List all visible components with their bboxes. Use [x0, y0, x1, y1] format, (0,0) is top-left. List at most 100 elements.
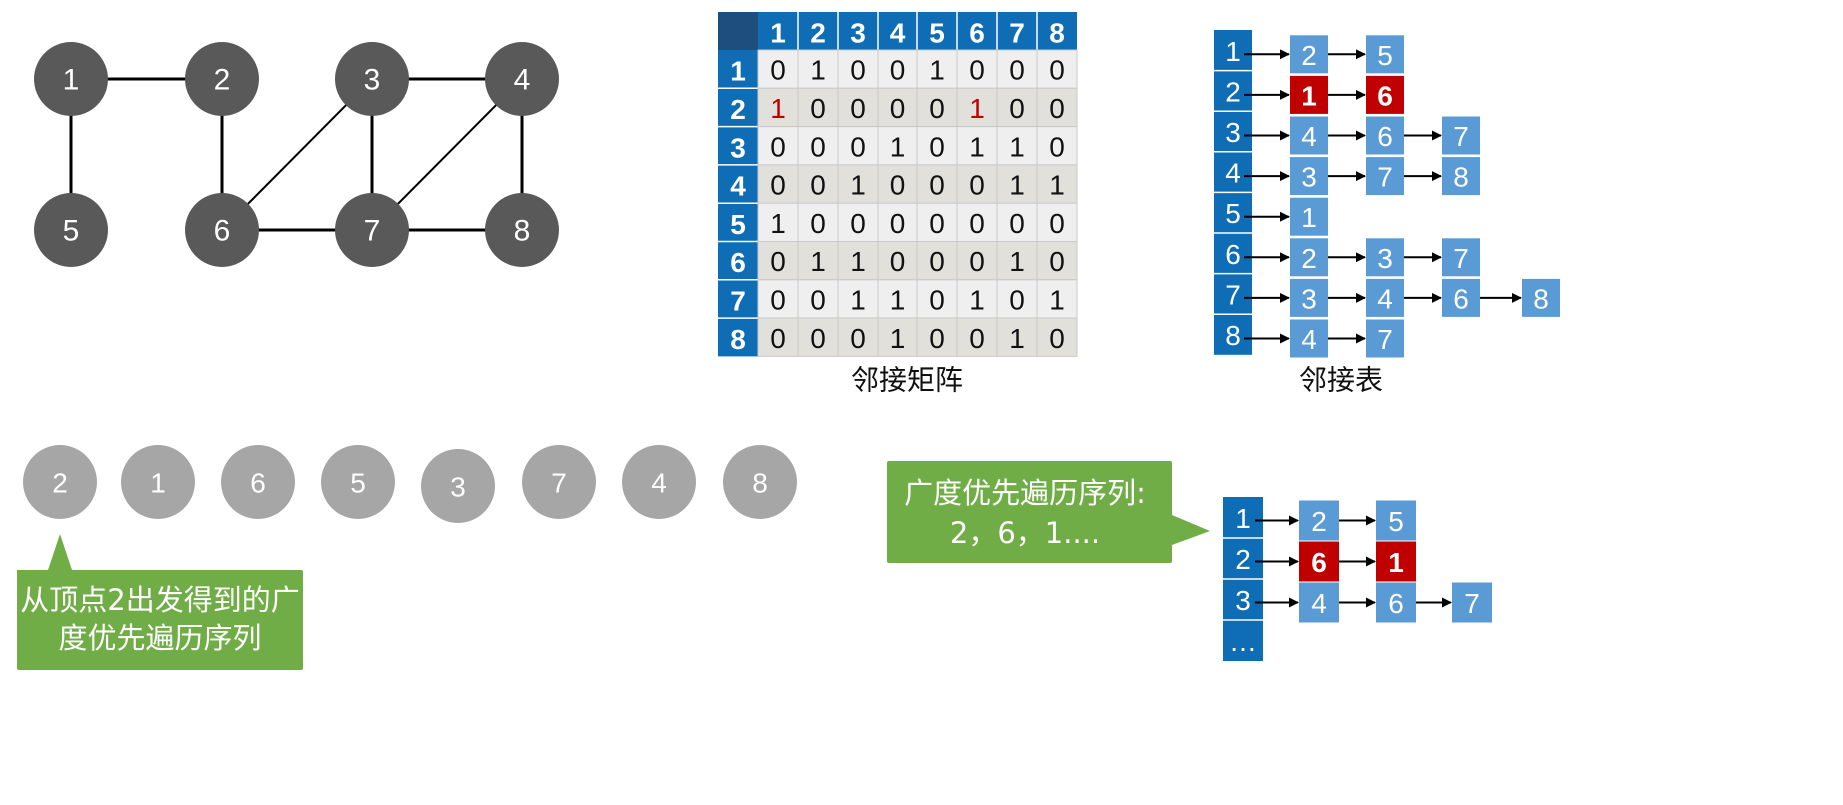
matrix-cell-value: 0 — [929, 323, 945, 354]
matrix-cell — [956, 241, 998, 281]
matrix-cell — [837, 126, 879, 166]
adjlist-node-label: 6 — [1453, 283, 1469, 314]
graph-node-7 — [335, 193, 409, 267]
adjlist-node-box — [1442, 157, 1480, 196]
matrix-cell — [877, 241, 918, 281]
adjlist-head-label: 1 — [1225, 36, 1241, 67]
adjlist-node-label: 7 — [1377, 162, 1393, 193]
adjlist-node-label: 8 — [1533, 283, 1549, 314]
adjlist-node-label: 4 — [1301, 121, 1317, 152]
adjlist-node-box — [1366, 319, 1404, 358]
sequence-node-label: 4 — [651, 468, 667, 499]
adjlist-head-label: 5 — [1225, 198, 1241, 229]
matrix-cell-value: 1 — [1049, 170, 1065, 201]
adjlist-node-label: 5 — [1388, 506, 1404, 537]
matrix-cell-value: 0 — [1049, 93, 1065, 124]
matrix-cell-value: 1 — [969, 93, 985, 124]
adjlist-node-box — [1290, 157, 1328, 196]
sequence-node-7 — [522, 445, 596, 519]
adjlist-node-label: 4 — [1311, 588, 1327, 619]
callout-left-bubble — [17, 534, 303, 670]
matrix-cell — [956, 317, 998, 357]
matrix-cell-value: 1 — [890, 284, 906, 315]
adjlist-node-label: 3 — [1301, 162, 1317, 193]
matrix-col-header: 8 — [1049, 18, 1065, 49]
matrix-cell-value: 1 — [850, 246, 866, 277]
matrix-cell — [837, 279, 879, 319]
adjlist-node-label: 8 — [1453, 162, 1469, 193]
adjlist-node-label: 3 — [1301, 283, 1317, 314]
matrix-cell-value: 0 — [770, 55, 786, 86]
matrix-cell-value: 0 — [969, 323, 985, 354]
adjlist-node-box — [1290, 319, 1328, 358]
adjlist-node-box — [1299, 500, 1339, 541]
matrix-row-header: 2 — [730, 94, 746, 125]
matrix-row-header: 6 — [730, 247, 746, 278]
matrix-cell — [956, 279, 998, 319]
sequence-node-8 — [723, 445, 797, 519]
adjlist-head-label: 3 — [1235, 585, 1251, 616]
matrix-cell-value: 0 — [810, 284, 826, 315]
matrix-col-header: 6 — [969, 18, 985, 49]
matrix-cell-value: 0 — [1049, 323, 1065, 354]
matrix-cell-value: 0 — [850, 323, 866, 354]
adjlist-node-box — [1442, 278, 1480, 317]
adjlist-node-box — [1366, 75, 1404, 114]
matrix-cell — [797, 87, 839, 128]
graph-node-4 — [485, 42, 559, 116]
matrix-col-header: 7 — [1009, 18, 1025, 49]
matrix-cell — [837, 317, 879, 357]
matrix-cell-value: 0 — [969, 208, 985, 239]
matrix-cell-value: 0 — [1009, 284, 1025, 315]
adjlist-head-label: 2 — [1235, 544, 1251, 575]
matrix-header-col — [718, 12, 758, 357]
adjlist-node-box — [1522, 278, 1560, 317]
callout-left-line1: 从顶点2出发得到的广 — [20, 583, 299, 617]
graph-node-3 — [335, 42, 409, 116]
matrix-cell-value: 1 — [969, 284, 985, 315]
matrix-cell — [877, 317, 918, 357]
adjlist-node-box — [1299, 582, 1339, 623]
adjlist-node-label: 6 — [1388, 588, 1404, 619]
matrix-cell-value: 0 — [810, 208, 826, 239]
matrix-cell-value: 0 — [850, 55, 866, 86]
matrix-cell-value: 1 — [1009, 246, 1025, 277]
matrix-cell-value: 0 — [969, 246, 985, 277]
callout-left-line2: 度优先遍历序列 — [58, 621, 261, 655]
graph-node-label: 3 — [364, 64, 381, 97]
adjlist-head-label: 8 — [1225, 320, 1241, 351]
adjlist-head-label: 4 — [1225, 158, 1241, 189]
matrix-cell-value: 0 — [1049, 131, 1065, 162]
matrix-cell-value: 0 — [929, 170, 945, 201]
adjlist-node-box — [1299, 541, 1339, 582]
matrix-cell — [1036, 241, 1078, 281]
adjlist-node-label: 5 — [1377, 40, 1393, 71]
sequence-node-label: 5 — [350, 468, 366, 499]
matrix-cell — [797, 164, 839, 204]
matrix-cell-value: 0 — [770, 284, 786, 315]
matrix-cell — [996, 202, 1038, 242]
matrix-cell — [797, 279, 839, 319]
matrix-cell — [837, 241, 879, 281]
adjlist-node-box — [1366, 238, 1404, 277]
matrix-cell-value: 0 — [890, 170, 906, 201]
sequence-node-label: 1 — [150, 468, 166, 499]
adjlist-node-label: 6 — [1311, 547, 1327, 578]
matrix-caption: 邻接矩阵 — [851, 364, 963, 397]
matrix-cell-value: 0 — [929, 131, 945, 162]
sequence-node-6 — [221, 445, 295, 519]
matrix-cell-value: 0 — [890, 208, 906, 239]
adjlist-node-label: 7 — [1464, 588, 1480, 619]
matrix-row-header: 1 — [730, 56, 746, 87]
adjlist-head-label: 6 — [1225, 239, 1241, 270]
adjlist-node-label: 7 — [1453, 121, 1469, 152]
adjlist-node-box — [1290, 75, 1328, 114]
matrix-cell — [877, 87, 918, 128]
matrix-cell-value: 1 — [890, 323, 906, 354]
adjlist-node-box — [1442, 238, 1480, 277]
matrix-cell-value: 0 — [850, 131, 866, 162]
